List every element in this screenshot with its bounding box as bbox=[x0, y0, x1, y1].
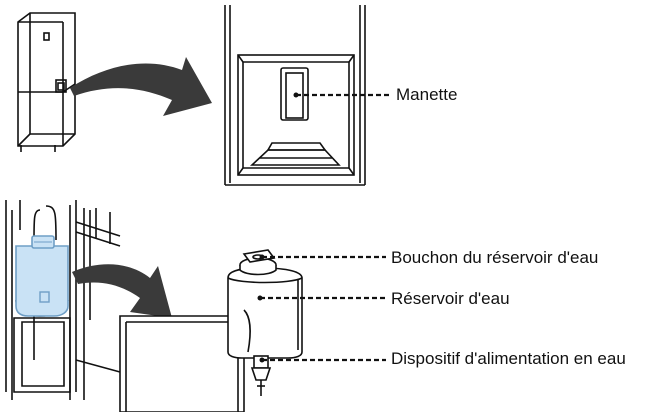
label-water-feeder: Dispositif d'alimentation en eau bbox=[391, 349, 626, 368]
dispenser-illustration bbox=[224, 5, 366, 186]
leader-lines bbox=[260, 93, 390, 362]
refrigerator-illustration bbox=[17, 12, 76, 152]
door-illustration bbox=[5, 200, 121, 400]
curved-arrow-icon bbox=[70, 57, 212, 116]
water-tank-blue-illustration bbox=[15, 235, 69, 317]
door-panel-illustration bbox=[119, 315, 245, 412]
curved-arrow-icon bbox=[72, 264, 172, 318]
label-handle: Manette bbox=[396, 85, 458, 104]
leader-dots bbox=[257, 92, 299, 363]
tank-cap-icon bbox=[239, 249, 277, 276]
label-water-tank: Réservoir d'eau bbox=[391, 289, 510, 308]
label-tank-cap: Bouchon du réservoir d'eau bbox=[391, 248, 599, 267]
water-tank-illustration bbox=[227, 267, 303, 359]
